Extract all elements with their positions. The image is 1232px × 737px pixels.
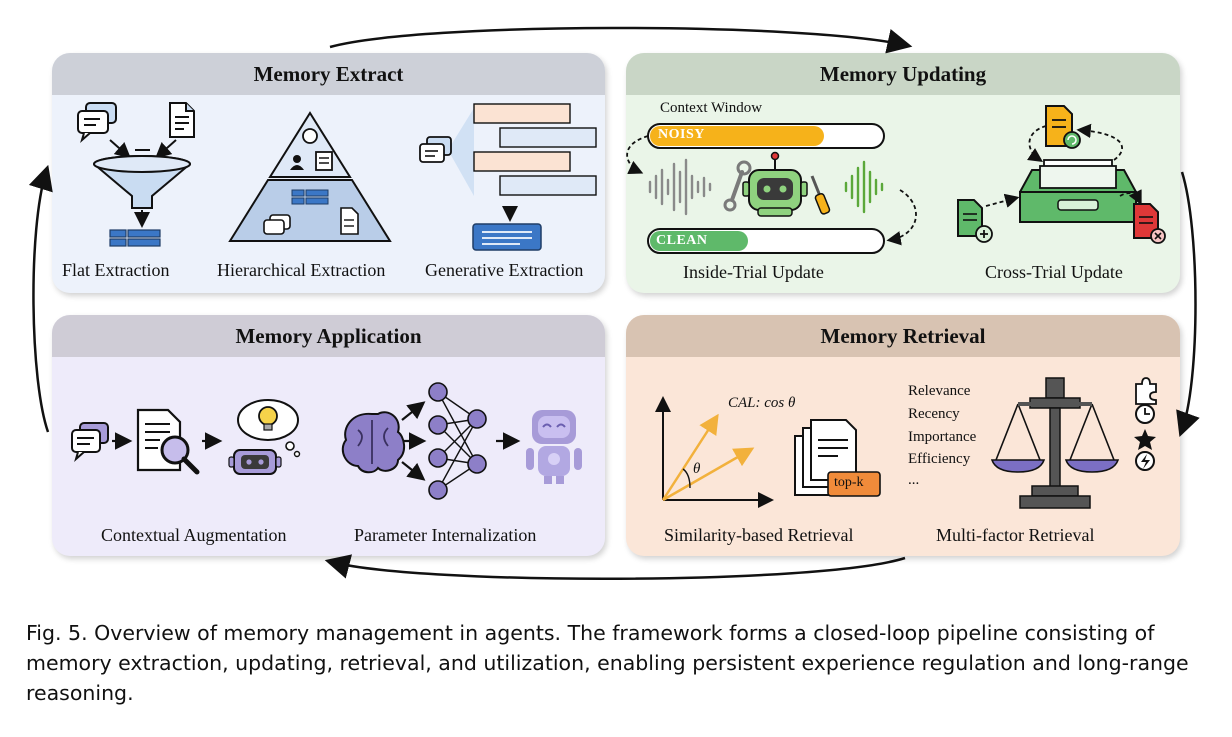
drawer-icon bbox=[1019, 159, 1137, 223]
cross-trial-update-label: Cross-Trial Update bbox=[985, 262, 1123, 282]
star-icon bbox=[1134, 429, 1156, 450]
document-add-icon bbox=[957, 199, 993, 243]
multi-factor-retrieval-label: Multi-factor Retrieval bbox=[936, 525, 1095, 545]
vector-axes bbox=[655, 396, 774, 508]
pyramid-icon bbox=[228, 111, 392, 242]
document-refresh-icon bbox=[1045, 105, 1081, 149]
funnel-icon bbox=[93, 155, 191, 209]
inside-trial-update-label: Inside-Trial Update bbox=[683, 262, 824, 282]
factor-importance: Importance bbox=[908, 429, 977, 445]
lightning-icon bbox=[1135, 451, 1155, 471]
screwdriver-icon bbox=[810, 175, 831, 215]
parameter-internalization-label: Parameter Internalization bbox=[354, 525, 537, 545]
diagram-graphics bbox=[28, 26, 1200, 581]
memory-extract-title: Memory Extract bbox=[52, 53, 605, 95]
factor-ellipsis: ... bbox=[908, 472, 920, 488]
figure-caption: Fig. 5. Overview of memory management in… bbox=[26, 621, 1189, 705]
generative-extraction-icon bbox=[419, 103, 597, 251]
neural-network-icon bbox=[428, 382, 487, 500]
loop-arrow-top bbox=[329, 26, 913, 54]
clean-waveform-icon bbox=[844, 160, 884, 214]
cal-label: CAL: cos θ bbox=[728, 395, 796, 411]
flat-memory-blocks-icon bbox=[109, 229, 161, 247]
document-icon bbox=[169, 102, 195, 138]
chat-icon bbox=[77, 102, 117, 143]
generative-extraction-label: Generative Extraction bbox=[425, 260, 584, 280]
factor-recency: Recency bbox=[908, 406, 960, 422]
chat-icon bbox=[71, 422, 109, 462]
memory-updating-title: Memory Updating bbox=[626, 53, 1180, 95]
noisy-label: NOISY bbox=[658, 127, 705, 142]
brain-icon bbox=[341, 411, 405, 474]
context-window-label: Context Window bbox=[660, 100, 763, 116]
noisy-bar bbox=[647, 123, 885, 149]
factor-relevance: Relevance bbox=[908, 383, 971, 399]
memory-retrieval-title: Memory Retrieval bbox=[626, 315, 1180, 357]
flat-extraction-label: Flat Extraction bbox=[62, 260, 170, 280]
robot-icon bbox=[526, 410, 582, 484]
hierarchical-extraction-label: Hierarchical Extraction bbox=[217, 260, 386, 280]
contextual-augmentation-label: Contextual Augmentation bbox=[101, 525, 287, 545]
puzzle-icon bbox=[1135, 377, 1157, 405]
loop-arrow-right bbox=[1176, 171, 1200, 438]
document-delete-icon bbox=[1133, 203, 1166, 244]
noisy-waveform-icon bbox=[648, 158, 712, 216]
robot-icon bbox=[742, 151, 808, 217]
top-k-label: top-k bbox=[834, 475, 864, 490]
clock-icon bbox=[1135, 404, 1155, 424]
clean-bar bbox=[647, 228, 885, 254]
lightbulb-icon bbox=[258, 406, 278, 431]
scale-icon bbox=[990, 377, 1120, 509]
clean-label: CLEAN bbox=[656, 233, 708, 248]
wrench-icon bbox=[723, 160, 752, 212]
factor-efficiency: Efficiency bbox=[908, 451, 971, 467]
loop-arrow-bottom bbox=[324, 554, 906, 581]
documents-stack-icon bbox=[794, 419, 881, 497]
robot-icon bbox=[228, 449, 282, 475]
similarity-based-retrieval-label: Similarity-based Retrieval bbox=[664, 525, 854, 545]
magnifier-icon bbox=[160, 435, 200, 475]
theta-label: θ bbox=[693, 461, 701, 477]
memory-application-title: Memory Application bbox=[52, 315, 605, 357]
loop-arrow-left bbox=[28, 164, 53, 433]
